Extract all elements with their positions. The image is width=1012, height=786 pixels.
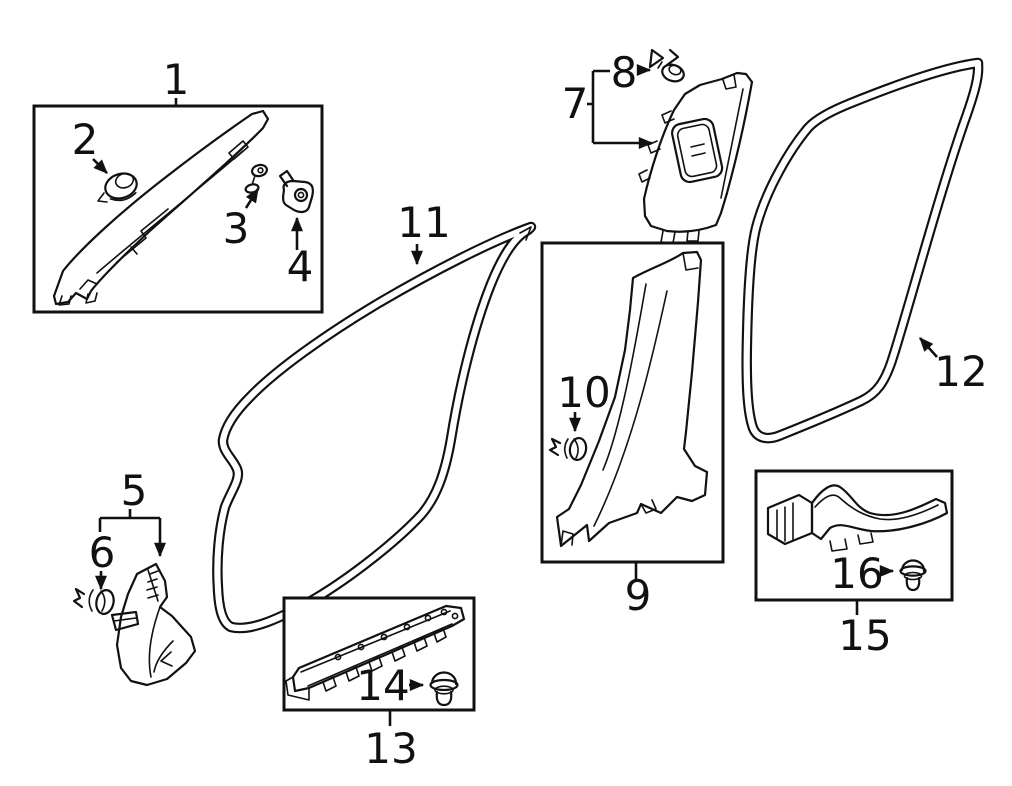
callout-label-5: 5 [121, 466, 148, 515]
callout-label-10: 10 [557, 368, 610, 417]
fastener-clip-3 [244, 163, 269, 194]
part-front-door-opening-seal [212, 221, 537, 634]
callout-label-1: 1 [163, 55, 190, 104]
fastener-clip-14 [429, 671, 459, 707]
callout-label-14: 14 [356, 661, 409, 710]
inset-box-13 [282, 596, 476, 712]
part-a-pillar-garnish [52, 109, 270, 306]
part-b-pillar-lower-garnish [555, 250, 709, 548]
callout-label-7: 7 [562, 79, 589, 128]
inset-box-1 [32, 104, 324, 314]
fastener-clip-16 [899, 559, 927, 592]
part-sill-scuff-plate [285, 604, 466, 701]
part-cowl-side-trim [110, 562, 197, 687]
callout-label-13: 13 [364, 724, 417, 773]
fastener-clip-2 [97, 172, 138, 203]
callout-label-12: 12 [934, 347, 987, 396]
callout-label-4: 4 [287, 242, 314, 291]
leader-arrow-3 [244, 187, 260, 209]
part-rear-kick-trim [766, 484, 949, 552]
fastener-clip-4 [278, 169, 314, 214]
callout-label-11: 11 [397, 198, 450, 247]
inset-box-9 [540, 241, 725, 564]
callout-label-3: 3 [223, 204, 250, 253]
leader-bracket-7 [587, 69, 610, 143]
fastener-clip-10 [548, 436, 588, 462]
callout-label-9: 9 [625, 571, 652, 620]
leader-arrow-2 [92, 158, 108, 174]
leader-arrow-12 [919, 337, 938, 358]
callout-label-6: 6 [89, 528, 116, 577]
leader-bracket-5 [98, 509, 160, 532]
callout-label-2: 2 [72, 115, 99, 164]
part-b-pillar-upper-garnish [638, 71, 754, 244]
callout-label-16: 16 [830, 549, 883, 598]
fastener-clip-6 [72, 587, 115, 615]
callout-label-15: 15 [838, 611, 891, 660]
fastener-clip-8 [648, 48, 685, 83]
part-rear-door-opening-seal [741, 57, 984, 444]
callout-label-8: 8 [611, 48, 638, 97]
